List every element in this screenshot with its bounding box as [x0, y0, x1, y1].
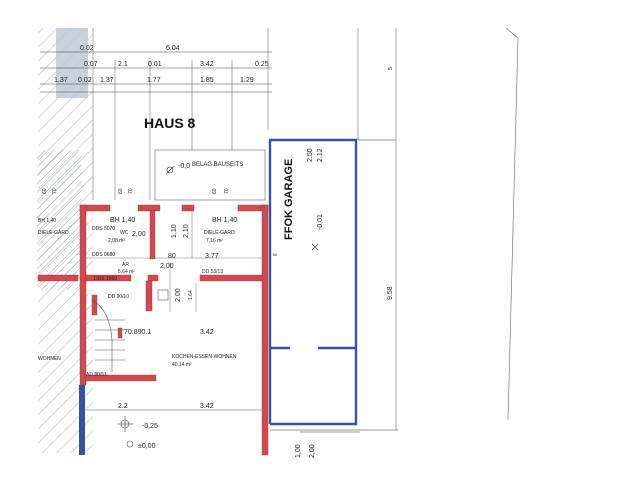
dim-200-v: 2.00 — [175, 288, 182, 302]
site-boundary-lines — [270, 27, 519, 433]
dim-342-b: 3.42 — [200, 403, 214, 410]
door-code-0680: DDS 0680 — [92, 252, 115, 258]
room-left-diele: DIELE-GARD. — [38, 230, 70, 236]
room-kew-area: 40,14 m² — [172, 362, 192, 368]
dim-row2-4: 3.42 — [200, 61, 214, 68]
dim-164: 1.64 — [188, 290, 194, 300]
door-code-70890: 70.890.1 — [124, 329, 151, 336]
door-code-5313: DD 53/13 — [202, 269, 223, 275]
dim-top-b: 6.04 — [166, 45, 180, 52]
dim-row3-5: 1.85 — [200, 77, 214, 84]
dim-row2-3: 0.01 — [148, 61, 162, 68]
room-wc-note: DDS 5070 — [92, 226, 115, 232]
room-diele-area: 7,16 m² — [206, 238, 223, 244]
terrace-level: -0,25 — [142, 423, 158, 430]
dim-60-a: 60 — [118, 188, 124, 194]
dim-200-ar: 2,00 — [160, 263, 174, 270]
room-ar-area: 5,64 m² — [118, 269, 135, 275]
staircase — [91, 289, 169, 372]
opening-dims-top: 60 70 60 70 60 70 — [42, 188, 230, 194]
top-dimension-lines — [40, 51, 272, 93]
room-wc-bh: BH 1,40 — [110, 217, 135, 224]
door-code-1660: DDS 1660 — [94, 276, 117, 282]
base-level: ±0,00 — [138, 443, 156, 450]
garage-door-a: 1,00 — [295, 444, 302, 458]
dim-210: 2,10 — [183, 224, 190, 238]
dim-342-a: 3.42 — [200, 329, 214, 336]
room-wc-area: 2,08 m² — [108, 238, 125, 244]
belag-label: BELAG BAUSEITS — [192, 162, 243, 168]
dim-row2-2: 2.1 — [118, 61, 128, 68]
dim-row3-3: 1.37 — [100, 77, 114, 84]
garage-width: 2.50 — [307, 148, 314, 162]
room-left-bh: BH 1,40 — [38, 218, 56, 224]
dim-70-b: 70 — [224, 188, 230, 194]
garage-inner: 2.12 — [317, 148, 324, 162]
garage-door-b: 2,00 — [309, 444, 316, 458]
room-kew-name: KOCHEN-ESSEN-WOHNEN — [172, 354, 237, 360]
dim-70-a: 70 — [128, 188, 134, 194]
house-walls — [37, 204, 269, 456]
garage-outline — [268, 138, 358, 426]
dim-60-c: 60 — [42, 188, 48, 194]
dim-60-b: 60 — [212, 188, 218, 194]
room-wohnen-left: WOHNEN — [38, 356, 61, 362]
garage-label: FFOK GARAGE — [283, 159, 295, 240]
dim-110: 1,10 — [171, 224, 178, 238]
house-label: HAUS 8 — [144, 115, 196, 131]
dim-70-c: 70 — [52, 188, 58, 194]
dim-row3-6: 1.29 — [240, 77, 254, 84]
dim-right-5: 5 — [388, 67, 394, 70]
room-diele-bh: BH 1,40 — [212, 217, 237, 224]
room-outlines — [86, 211, 262, 312]
neighbor-wall-blue — [56, 28, 88, 98]
vertical-dimension-lines — [92, 28, 397, 430]
dim-row2-1: 0.07 — [84, 61, 98, 68]
blue-boundary-wall — [79, 385, 85, 455]
dim-22: 2.2 — [118, 403, 128, 410]
dim-garage-length: 9.58 — [387, 286, 394, 300]
staircase-hatch — [37, 150, 82, 290]
dim-wc-200: 2,00 — [132, 231, 146, 238]
belag-area — [154, 149, 266, 201]
garage-level-marker-icon — [311, 243, 319, 251]
level-marker-icon — [165, 165, 175, 175]
room-diele-name: DIELE-GARD. — [204, 230, 236, 236]
dim-top-a: 0.02 — [80, 45, 94, 52]
terrace-level-marker-icon — [117, 416, 133, 432]
door-code-dd90: DD 90/10 — [108, 294, 129, 300]
dim-row3-2: 0.02 — [78, 77, 92, 84]
dim-row2-5: 0.25 — [255, 61, 269, 68]
room-ar-name: AR — [122, 262, 129, 268]
garage-level: -0,01 — [317, 214, 324, 230]
garage-side-dim: 6 — [273, 253, 279, 256]
dim-row3-4: 1.77 — [147, 77, 161, 84]
door-code-ad: AD 80/51 — [86, 372, 107, 378]
belag-level: -0,0 — [178, 163, 190, 170]
room-wc-name: WC — [120, 230, 129, 236]
dim-377: 3.77 — [205, 253, 219, 260]
dim-row3-1: 1.37 — [54, 77, 68, 84]
dim-80: 80 — [168, 253, 176, 260]
base-level-marker-icon — [126, 440, 134, 448]
